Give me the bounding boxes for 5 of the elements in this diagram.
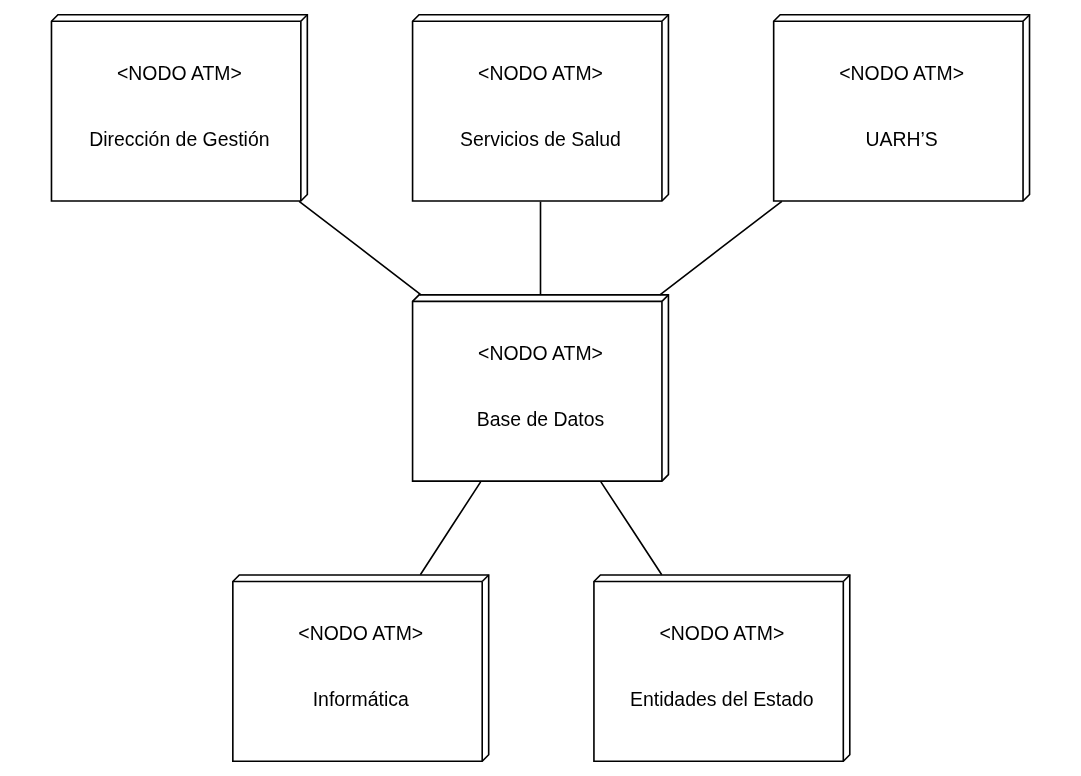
connector [600,481,663,576]
connector [539,200,542,296]
connector [659,200,783,296]
connector [298,200,422,296]
connector [419,481,482,576]
